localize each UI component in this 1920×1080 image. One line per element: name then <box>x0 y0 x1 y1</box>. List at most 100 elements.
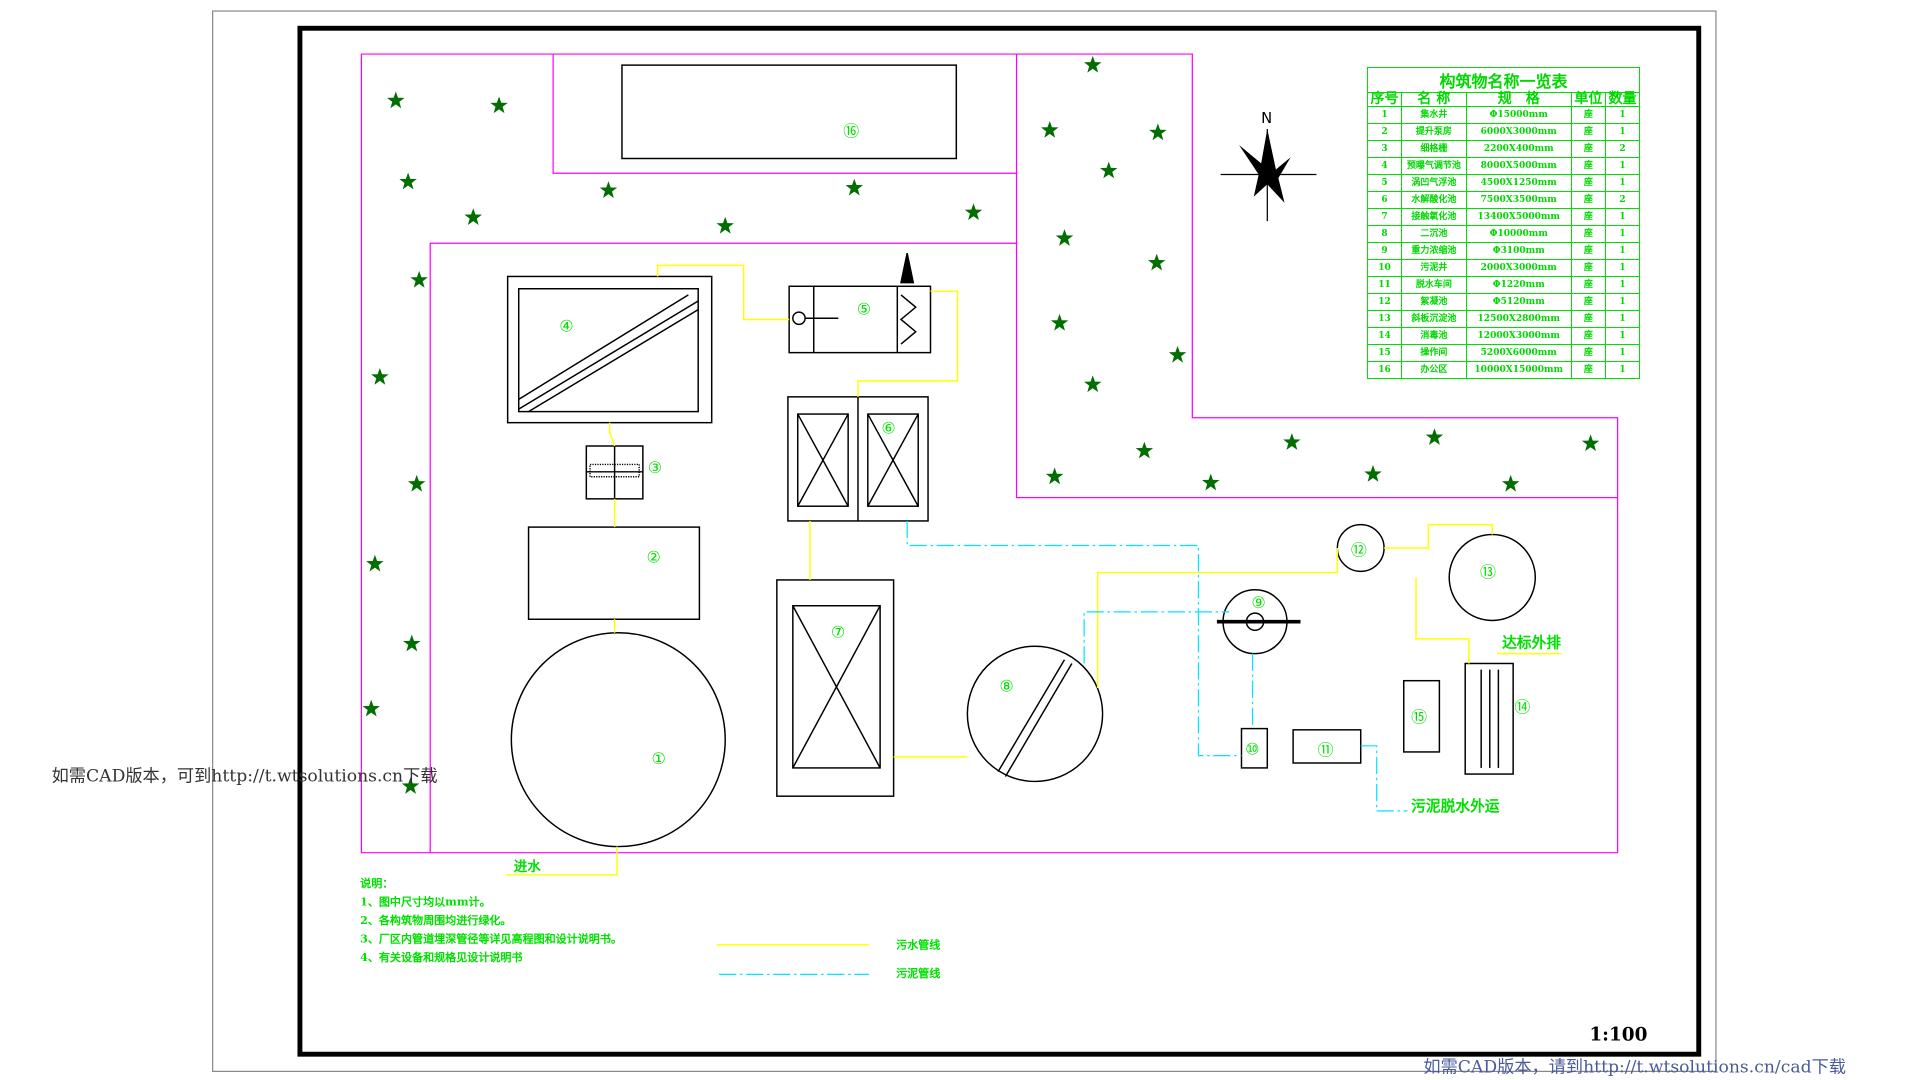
unit-label: ② <box>647 548 661 567</box>
drawing-frame <box>297 25 1702 1057</box>
table-cell: 座 <box>1570 242 1606 260</box>
table-cell: 座 <box>1570 259 1606 277</box>
table-cell: 1 <box>1604 259 1641 277</box>
col-header: 序号 <box>1366 92 1403 107</box>
tree-icon <box>1100 161 1118 179</box>
table-cell: 消毒池 <box>1401 327 1467 345</box>
table-cell: 1 <box>1604 310 1641 328</box>
table-cell: 斜板沉淀池 <box>1401 310 1467 328</box>
col-header: 名 称 <box>1401 92 1467 107</box>
table-cell: Φ1220mm <box>1465 276 1572 294</box>
secondary-clarifier-8 <box>966 645 1104 783</box>
unit-label: ⑭ <box>1514 698 1530 717</box>
pump-house-2 <box>527 526 701 620</box>
tree-icon <box>1364 465 1382 482</box>
unit-label: ⑪ <box>1318 741 1334 760</box>
hydrolysis-tank-6 <box>787 396 929 522</box>
table-cell: 1 <box>1604 344 1641 362</box>
table-cell: 1 <box>1366 106 1403 124</box>
table-cell: 提升泵房 <box>1401 123 1467 141</box>
tree-icon <box>410 270 428 288</box>
tree-icon <box>1084 375 1102 393</box>
table-cell: 座 <box>1570 140 1606 158</box>
table-cell: 6000X3000mm <box>1465 123 1572 141</box>
tree-icon <box>1581 434 1600 452</box>
tree-icon <box>1283 433 1301 450</box>
table-cell: 1 <box>1604 327 1641 345</box>
table-cell: 操作间 <box>1401 344 1467 362</box>
table-cell: 1 <box>1604 106 1641 124</box>
tree-icon <box>490 96 508 114</box>
table-cell: 二沉池 <box>1401 225 1467 243</box>
tree-icon <box>1135 441 1154 459</box>
col-header: 数量 <box>1604 92 1641 107</box>
table-cell: 15 <box>1366 344 1403 362</box>
col-header: 规 格 <box>1465 92 1572 107</box>
note-item: 4、有关设备和规格见设计说明书 <box>360 950 522 964</box>
tree-group <box>362 55 1600 794</box>
unit-label: ⑥ <box>881 419 895 438</box>
unit-label: ⑩ <box>1245 739 1259 758</box>
unit-label: ⑮ <box>1411 707 1427 726</box>
table-cell: 座 <box>1570 157 1606 175</box>
table-cell: 2 <box>1604 191 1641 209</box>
tree-icon <box>1041 121 1059 138</box>
table-cell: 絮凝池 <box>1401 293 1467 311</box>
table-cell: 10 <box>1366 259 1403 277</box>
fine-screen-3 <box>585 445 644 500</box>
north-arrow: N <box>1220 110 1317 222</box>
table-cell: Φ10000mm <box>1465 225 1572 243</box>
tree-icon <box>1084 55 1102 73</box>
tree-icon <box>401 777 420 794</box>
note-item: 3、厂区内管道埋深管径等详见高程图和设计说明书。 <box>360 931 622 945</box>
table-cell: 脱水车间 <box>1401 276 1467 294</box>
table-title: 构筑物名称一览表 <box>1367 67 1640 92</box>
tree-icon <box>716 216 734 234</box>
table-cell: 办公区 <box>1401 361 1467 379</box>
tree-icon <box>1147 253 1166 271</box>
table-cell: 污泥井 <box>1401 259 1467 277</box>
table-cell: 座 <box>1570 361 1606 379</box>
table-cell: 11 <box>1366 276 1403 294</box>
table-cell: 12 <box>1366 293 1403 311</box>
tree-icon <box>362 699 380 717</box>
notes-title: 说明： <box>360 876 393 890</box>
table-cell: 座 <box>1570 106 1606 124</box>
tree-icon <box>1501 474 1520 492</box>
table-cell: 1 <box>1604 361 1641 379</box>
col-header: 单位 <box>1570 92 1606 107</box>
table-cell: 8 <box>1366 225 1403 243</box>
unit-label: ① <box>651 749 665 768</box>
table-cell: 14 <box>1366 327 1403 345</box>
table-cell: 1 <box>1604 276 1641 294</box>
table-cell: 座 <box>1570 191 1606 209</box>
unit-label: ⑦ <box>831 623 845 642</box>
tree-icon <box>1149 123 1167 141</box>
table-cell: 座 <box>1570 327 1606 345</box>
disinfection-tank-14 <box>1464 662 1514 775</box>
unit-label: ④ <box>559 317 573 336</box>
sludge-pipes <box>719 520 1408 975</box>
tree-icon <box>371 367 389 385</box>
discharge-label: 达标外排 <box>1502 634 1561 652</box>
note-item: 1、图中尺寸均以mm计。 <box>360 895 491 909</box>
sheet-border <box>212 10 1717 1073</box>
table-cell: 1 <box>1604 242 1641 260</box>
table-cell: 1 <box>1604 123 1641 141</box>
tree-icon <box>1168 345 1187 363</box>
table-cell: Φ3100mm <box>1465 242 1572 260</box>
table-cell: 座 <box>1570 174 1606 192</box>
tree-icon <box>387 91 405 109</box>
table-cell: 16 <box>1366 361 1403 379</box>
tree-icon <box>845 178 864 196</box>
